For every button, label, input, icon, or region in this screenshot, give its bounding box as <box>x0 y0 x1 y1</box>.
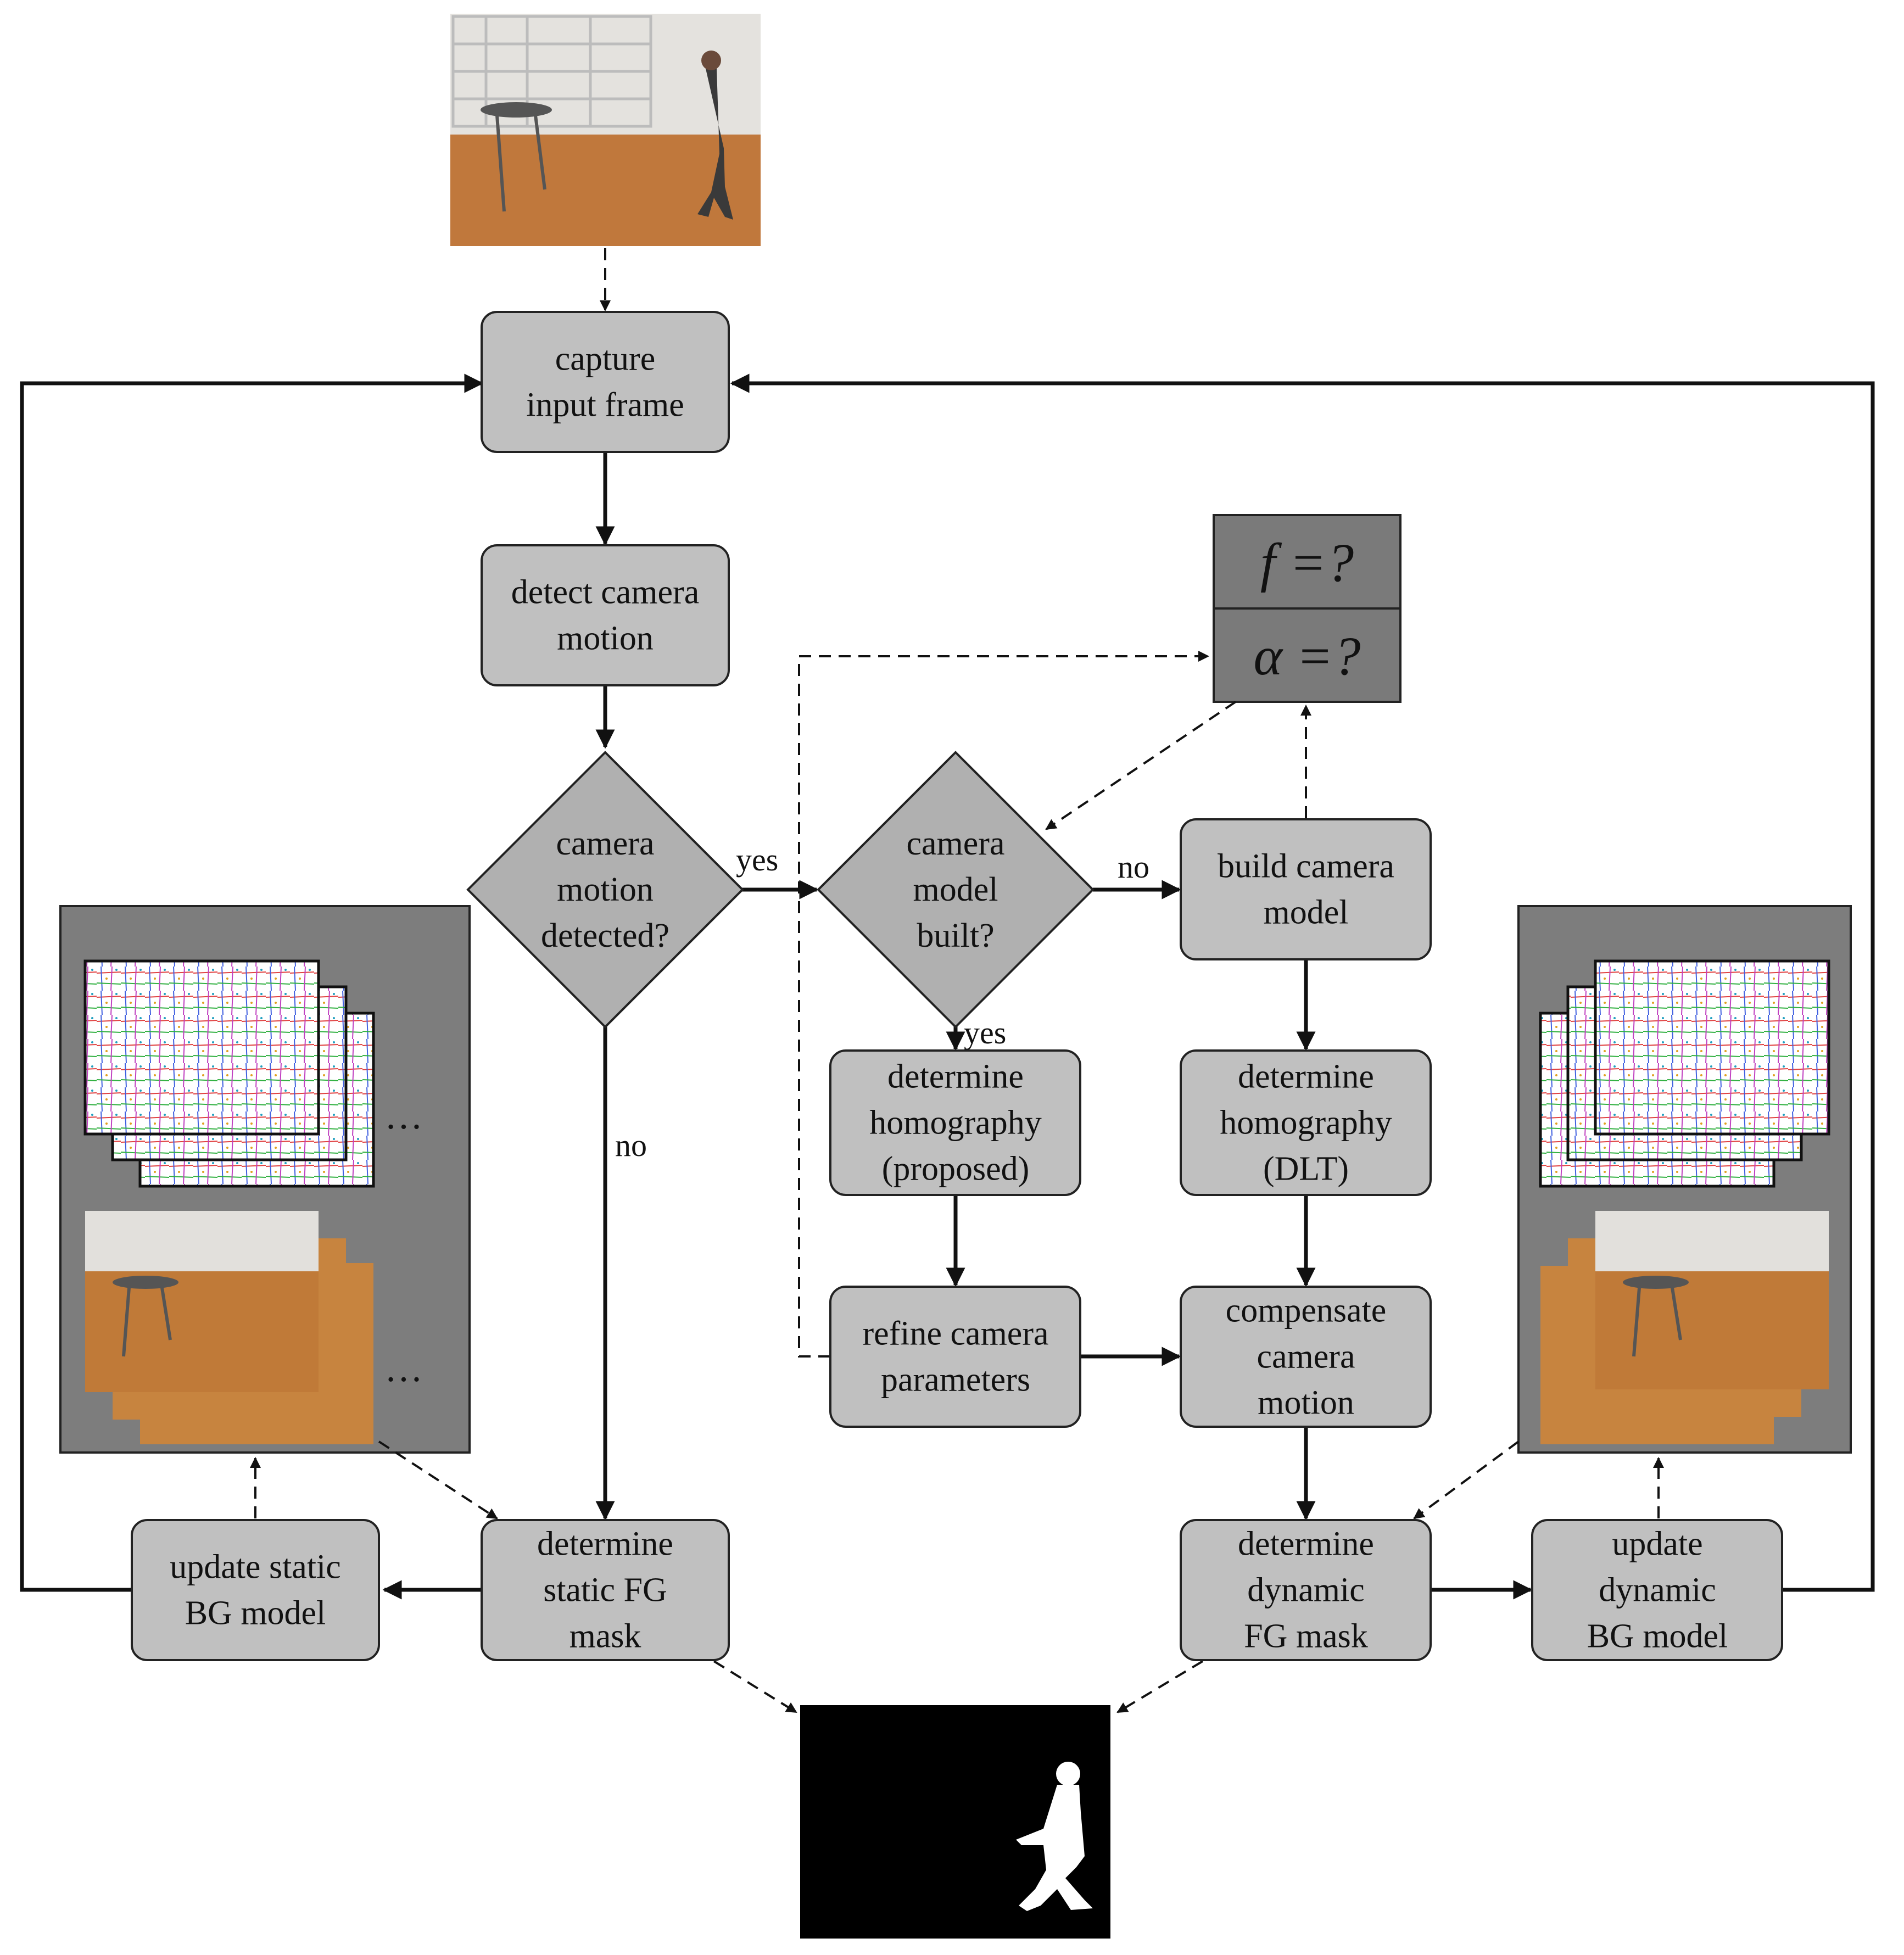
model-built-label-line-1: camera <box>907 825 1005 862</box>
edge-label-no-model: no <box>1118 849 1149 885</box>
input-frame-image <box>450 14 761 246</box>
compensate-label-line-1: compensate <box>1226 1292 1387 1330</box>
homography-proposed-label-line-2: homography <box>869 1104 1041 1142</box>
camera-motion-detected-decision: camera motion detected? <box>466 751 744 1029</box>
compensate-camera-motion-node: compensate camera motion <box>1180 1286 1432 1428</box>
model-built-label-line-3: built? <box>917 917 994 954</box>
camera-parameters-box <box>1213 514 1402 703</box>
compensate-label-line-2: camera <box>1257 1338 1355 1376</box>
determine-homography-proposed-node: determine homography (proposed) <box>829 1049 1081 1196</box>
dynamic-bg-model-panel <box>1517 905 1852 1454</box>
refine-label-line-1: refine camera <box>862 1315 1048 1353</box>
determine-homography-dlt-node: determine homography (DLT) <box>1180 1049 1432 1196</box>
homography-dlt-label-line-3: (DLT) <box>1263 1150 1349 1188</box>
static-mask-label-line-3: mask <box>569 1618 641 1655</box>
homography-dlt-label-line-1: determine <box>1238 1058 1374 1096</box>
detect-label-line-2: motion <box>557 620 654 657</box>
motion-detected-label-line-3: detected? <box>541 917 669 954</box>
update-dynamic-bg-model-node: update dynamic BG model <box>1531 1519 1783 1661</box>
update-static-bg-model-node: update static BG model <box>131 1519 380 1661</box>
build-model-label-line-1: build camera <box>1218 848 1394 885</box>
capture-label-line-2: input frame <box>526 387 684 424</box>
dynamic-mask-label-line-2: dynamic <box>1247 1572 1365 1609</box>
determine-static-fg-mask-node: determine static FG mask <box>481 1519 730 1661</box>
build-model-label-line-2: model <box>1264 894 1349 931</box>
compensate-label-line-3: motion <box>1258 1384 1354 1422</box>
homography-dlt-label-line-2: homography <box>1220 1104 1392 1142</box>
edge-label-no-motion: no <box>615 1127 647 1163</box>
motion-detected-label-line-1: camera <box>556 825 655 862</box>
build-camera-model-node: build camera model <box>1180 818 1432 960</box>
update-dynamic-label-line-1: update <box>1612 1526 1702 1563</box>
update-dynamic-label-line-3: BG model <box>1587 1618 1728 1655</box>
output-mask-image <box>800 1705 1110 1939</box>
detect-label-line-1: detect camera <box>511 574 699 611</box>
dynamic-mask-label-line-3: FG mask <box>1244 1618 1368 1655</box>
homography-proposed-label-line-1: determine <box>887 1058 1024 1096</box>
dynamic-mask-label-line-1: determine <box>1238 1526 1374 1563</box>
refine-label-line-2: parameters <box>881 1361 1030 1399</box>
detect-camera-motion-node: detect camera motion <box>481 544 730 686</box>
ellipsis-top-left: … <box>384 1095 423 1137</box>
ellipsis-bottom-left: … <box>384 1348 423 1390</box>
capture-label-line-1: capture <box>555 340 655 378</box>
capture-input-frame-node: capture input frame <box>481 311 730 453</box>
edge-label-yes-motion: yes <box>736 842 778 878</box>
static-bg-model-panel <box>59 905 471 1454</box>
motion-detected-label-line-2: motion <box>557 871 654 908</box>
homography-proposed-label-line-3: (proposed) <box>882 1150 1030 1188</box>
alpha-unknown: α =? <box>1254 625 1361 686</box>
static-mask-label-line-1: determine <box>537 1526 673 1563</box>
update-static-label-line-2: BG model <box>185 1595 326 1632</box>
update-dynamic-label-line-2: dynamic <box>1599 1572 1716 1609</box>
model-built-label-line-2: model <box>913 871 998 908</box>
refine-camera-parameters-node: refine camera parameters <box>829 1286 1081 1428</box>
focal-length-unknown: f =? <box>1260 532 1354 593</box>
static-mask-label-line-2: static FG <box>543 1572 667 1609</box>
connectors <box>20 248 1875 1713</box>
determine-dynamic-fg-mask-node: determine dynamic FG mask <box>1180 1519 1432 1661</box>
camera-model-built-decision: camera model built? <box>817 751 1095 1029</box>
edge-label-yes-model: yes <box>964 1015 1006 1051</box>
update-static-label-line-1: update static <box>170 1549 341 1586</box>
